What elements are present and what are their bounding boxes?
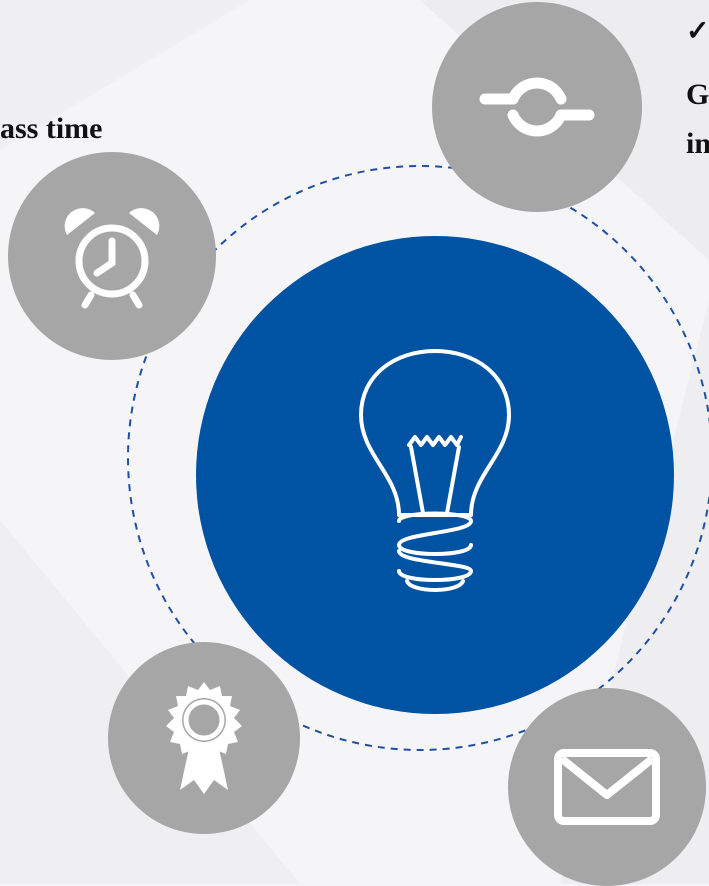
award-ribbon-icon (166, 682, 242, 794)
sync-icon (479, 77, 595, 137)
lightbulb-node (196, 236, 674, 714)
alarm-clock-node (8, 152, 216, 360)
right-text-line-1: G (686, 78, 709, 111)
alarm-clock-icon (64, 208, 160, 309)
sync-node (432, 2, 642, 212)
envelope-node (508, 688, 706, 886)
left-label: ass time (0, 112, 103, 145)
envelope-icon (554, 749, 660, 825)
right-check-mark: ✓ (686, 16, 709, 47)
right-text-line-2: in (686, 127, 709, 160)
lightbulb-icon (359, 349, 511, 592)
award-node (108, 642, 300, 834)
